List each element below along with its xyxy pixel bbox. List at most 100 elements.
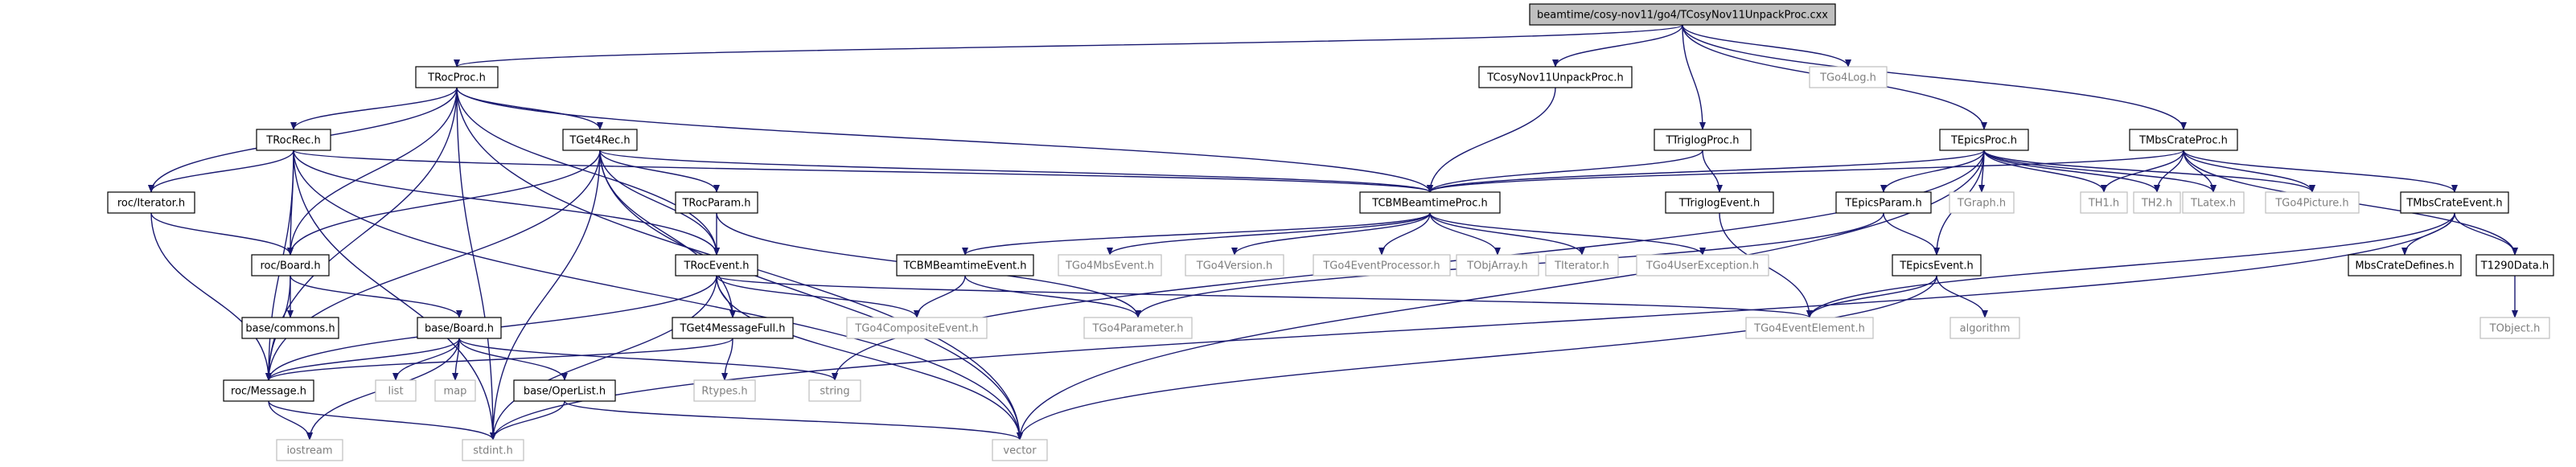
node-list: list (375, 379, 417, 402)
node-tepics-param[interactable]: TEpicsParam.h (1835, 191, 1932, 214)
node-label: TCosyNov11UnpackProc.h (1486, 72, 1623, 84)
node-box (1665, 191, 1774, 214)
node-label: map (444, 386, 467, 398)
node-troc-param[interactable]: TRocParam.h (675, 191, 758, 214)
edge-tcbmbeamtime-proc-to-tobj-array (1429, 212, 1501, 256)
node-label: iostream (286, 445, 332, 457)
node-th2: TH2.h (2133, 191, 2181, 214)
node-box (2475, 254, 2554, 277)
edge-troc-proc-to-troc-rec (290, 87, 458, 130)
edge-roc-iterator-to-roc-message (150, 212, 272, 381)
edge-tcbmbeamtime-proc-to-tgo4-mbs-event (1107, 212, 1431, 256)
node-box (462, 439, 524, 461)
node-roc-iterator[interactable]: roc/Iterator.h (107, 191, 195, 214)
node-label: stdint.h (473, 445, 512, 457)
node-box (2265, 191, 2360, 214)
edge-root-to-tgo4-log (1682, 24, 1851, 68)
node-box (2479, 317, 2550, 339)
edge-troc-rec-to-stdint (293, 150, 496, 440)
node-label: TMbsCrateEvent.h (2405, 198, 2502, 210)
node-string: string (808, 379, 861, 402)
node-box (1359, 191, 1501, 214)
node-box (2133, 191, 2181, 214)
node-box (1949, 317, 2020, 339)
node-base-oper-list[interactable]: base/OperList.h (513, 379, 616, 402)
node-root[interactable]: beamtime/cosy-nov11/go4/TCosyNov11Unpack… (1529, 3, 1836, 26)
node-tmbs-crate-proc[interactable]: TMbsCrateProc.h (2129, 129, 2238, 151)
node-label: TEpicsEvent.h (1899, 260, 1974, 272)
node-tepics-proc[interactable]: TEpicsProc.h (1939, 129, 2029, 151)
node-t1290-data[interactable]: T1290Data.h (2475, 254, 2554, 277)
node-roc-board[interactable]: roc/Board.h (251, 254, 330, 277)
node-mbs-crate-defines[interactable]: MbsCrateDefines.h (2348, 254, 2462, 277)
edge-troc-event-to-tgo4-composite-event (716, 275, 920, 318)
edge-troc-rec-to-tcbmbeamtime-proc (293, 150, 1433, 193)
node-box (693, 379, 756, 402)
node-troc-proc[interactable]: TRocProc.h (415, 66, 499, 88)
node-tcosy-nov11-unpack-proc[interactable]: TCosyNov11UnpackProc.h (1478, 66, 1633, 88)
edge-troc-event-to-vector (716, 275, 1023, 440)
edge-tmbs-crate-proc-to-tcbmbeamtime-proc (1427, 150, 2184, 193)
node-ttriglog-proc[interactable]: TTriglogProc.h (1654, 129, 1752, 151)
node-base-commons[interactable]: base/commons.h (241, 317, 339, 339)
edge-tcbmbeamtime-event-to-tgo4-parameter (964, 275, 1141, 318)
node-tgo4-user-exception: TGo4UserException.h (1636, 254, 1769, 277)
edge-base-board-to-list (392, 338, 460, 381)
edge-troc-event-to-tgo4-event-element (716, 275, 1813, 318)
node-box (1058, 254, 1162, 277)
edge-tcbmbeamtime-proc-to-tgo4-event-processor (1378, 212, 1431, 256)
node-troc-event[interactable]: TRocEvent.h (675, 254, 758, 277)
node-tgo4-composite-event: TGo4CompositeEvent.h (846, 317, 988, 339)
edge-tcosy-nov11-unpack-proc-to-tcbmbeamtime-proc (1427, 87, 1556, 193)
node-box (434, 379, 476, 402)
node-box (375, 379, 417, 402)
edge-tepics-proc-to-th2 (1983, 150, 2160, 193)
node-tcbmbeamtime-event[interactable]: TCBMBeamtimeEvent.h (896, 254, 1034, 277)
node-tcbmbeamtime-proc[interactable]: TCBMBeamtimeProc.h (1359, 191, 1501, 214)
node-tget4-rec[interactable]: TGet4Rec.h (562, 129, 638, 151)
edge-tepics-event-to-vector (1017, 275, 1937, 440)
node-box (1478, 66, 1633, 88)
edge-troc-rec-to-roc-iterator (148, 150, 294, 193)
edge-tepics-param-to-tepics-event (1883, 212, 1940, 256)
node-box (1529, 3, 1836, 26)
node-label: Rtypes.h (701, 386, 747, 398)
node-troc-rec[interactable]: TRocRec.h (256, 129, 331, 151)
node-box (1456, 254, 1539, 277)
node-base-board[interactable]: base/Board.h (417, 317, 502, 339)
node-label: TTriglogEvent.h (1678, 198, 1760, 210)
node-label: TGo4CompositeEvent.h (854, 323, 978, 335)
node-tobj-array: TObjArray.h (1456, 254, 1539, 277)
node-tepics-event[interactable]: TEpicsEvent.h (1892, 254, 1982, 277)
node-label: TCBMBeamtimeProc.h (1371, 198, 1487, 210)
node-label: TMbsCrateProc.h (2138, 135, 2228, 147)
edge-roc-message-to-stdint (268, 400, 496, 440)
node-box (1809, 66, 1888, 88)
node-roc-message[interactable]: roc/Message.h (223, 379, 314, 402)
node-tmbs-crate-event[interactable]: TMbsCrateEvent.h (2400, 191, 2509, 214)
node-ttriglog-event[interactable]: TTriglogEvent.h (1665, 191, 1774, 214)
node-stdint: stdint.h (462, 439, 524, 461)
node-label: TH1.h (2088, 198, 2119, 210)
node-box (1835, 191, 1932, 214)
edge-tepics-proc-to-th1 (1983, 150, 2107, 193)
edge-tepics-proc-to-tgo4-picture (1983, 150, 2315, 193)
node-label: algorithm (1960, 323, 2011, 335)
node-box (896, 254, 1034, 277)
node-box (992, 439, 1048, 461)
node-box (2080, 191, 2128, 214)
node-box (2182, 191, 2245, 214)
node-label: TRocParam.h (681, 198, 750, 210)
edge-root-to-troc-proc (454, 24, 1683, 68)
edge-troc-proc-to-tget4-rec (456, 87, 603, 130)
node-box (1892, 254, 1982, 277)
node-tget4-message-full[interactable]: TGet4MessageFull.h (672, 317, 794, 339)
node-tgo4-event-element: TGo4EventElement.h (1745, 317, 1874, 339)
edge-root-to-tcosy-nov11-unpack-proc (1552, 24, 1683, 68)
edge-tget4-rec-to-troc-param (599, 150, 720, 193)
node-label: base/commons.h (245, 323, 335, 335)
edge-tget4-rec-to-tcbmbeamtime-proc (599, 150, 1433, 193)
edge-tcbmbeamtime-proc-to-tcbmbeamtime-event (962, 212, 1431, 256)
node-box (846, 317, 988, 339)
edge-tget4-rec-to-vector (599, 150, 1023, 440)
